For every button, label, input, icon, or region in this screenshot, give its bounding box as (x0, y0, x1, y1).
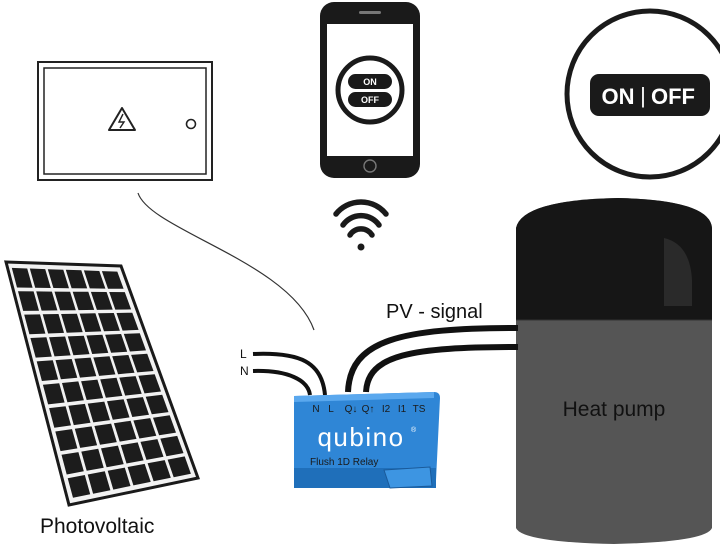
panel-cell (101, 271, 124, 289)
relay-terminal-label: L (328, 404, 334, 415)
relay-terminal-label: Q↑ (362, 404, 375, 415)
panel-cell (49, 336, 71, 357)
panel-cell (126, 397, 149, 417)
panel-cell (36, 291, 58, 311)
wire-n-label: N (240, 364, 249, 378)
relay-brand-logo: qubino (317, 422, 404, 452)
phone-on-label: ON (363, 77, 377, 87)
panel-cell (18, 291, 39, 311)
relay-terminal-label: I2 (382, 404, 391, 415)
panel-cell (127, 463, 151, 486)
panel-cell (36, 360, 59, 381)
panel-cell (107, 399, 130, 420)
solar-panel (4, 260, 201, 507)
relay-terminal-label: TS (413, 404, 426, 415)
relay-model-label: Flush 1D Relay (310, 457, 378, 468)
relay-terminal-label: N (312, 404, 319, 415)
panel-cell (119, 376, 142, 396)
smartphone: ON OFF (320, 2, 420, 178)
panel-cell (74, 426, 98, 448)
distribution-box (37, 61, 213, 181)
panel-cell (74, 357, 97, 378)
panel-cell (87, 401, 110, 423)
panel-cell (30, 337, 52, 358)
panel-cell (49, 406, 71, 428)
panel-cell (160, 435, 184, 457)
panel-cell (87, 471, 111, 494)
panel-cell (55, 429, 78, 452)
panel-cell (54, 291, 76, 311)
relay-terminal-label: I1 (398, 404, 407, 415)
wire-l-label: L (240, 347, 247, 361)
panel-cell (101, 445, 124, 468)
panel-cell (67, 335, 90, 356)
pv-signal-label: PV - signal (386, 301, 483, 323)
panel-cell (42, 383, 65, 405)
box-lock-icon (185, 118, 197, 130)
heat-pump (516, 198, 712, 544)
panel-cell (116, 312, 139, 331)
panel-cell (61, 313, 83, 333)
toggle-separator: | (640, 83, 646, 108)
panel-cell (67, 475, 91, 498)
panel-cell (79, 313, 102, 332)
panel-cell (153, 415, 176, 436)
panel-cell (107, 467, 131, 490)
panel-cell (93, 356, 116, 376)
panel-cell (72, 291, 95, 311)
wires (252, 325, 519, 396)
on-off-toggle: ON | OFF (564, 8, 720, 180)
photovoltaic-label: Photovoltaic (40, 515, 154, 538)
panel-cell (120, 442, 144, 464)
panel-cell (138, 374, 161, 394)
panel-cell (100, 377, 123, 398)
panel-cell (109, 292, 132, 310)
panel-cell (65, 269, 88, 289)
phone-off-label: OFF (361, 95, 379, 105)
panel-cell (147, 460, 171, 482)
phone-switch-icon (335, 55, 405, 125)
relay-registered-mark: ® (411, 426, 417, 434)
panel-cell (24, 314, 46, 335)
high-voltage-warning-icon (108, 107, 136, 131)
toggle-off-label: OFF (651, 84, 695, 109)
panel-cell (140, 439, 164, 460)
panel-cell (61, 452, 84, 475)
panel-cell (62, 381, 84, 403)
panel-cell (145, 394, 169, 415)
panel-cell (167, 456, 191, 478)
relay-terminal-label: Q↓ (345, 404, 358, 415)
panel-cell (42, 314, 64, 334)
panel-cell (29, 268, 51, 288)
panel-cell (81, 448, 104, 471)
toggle-on-label: ON (602, 84, 635, 109)
box-cable (137, 192, 315, 331)
panel-cell (47, 269, 69, 289)
panel-cell (83, 270, 106, 289)
wifi-icon (333, 199, 389, 251)
panel-cell (112, 355, 135, 375)
panel-cell (131, 353, 154, 373)
panel-cells (11, 267, 191, 498)
panel-cell (90, 291, 113, 310)
heat-pump-label: Heat pump (563, 398, 666, 421)
panel-cell (113, 420, 137, 442)
panel-cell (94, 423, 117, 445)
panel-cell (133, 418, 157, 439)
panel-cell (81, 379, 104, 400)
panel-cell (68, 403, 91, 426)
panel-cell (98, 313, 120, 332)
panel-cell (105, 334, 128, 353)
panel-cell (123, 333, 146, 352)
panel-cell (55, 359, 78, 380)
panel-cell (11, 267, 33, 288)
panel-cell (86, 334, 109, 354)
